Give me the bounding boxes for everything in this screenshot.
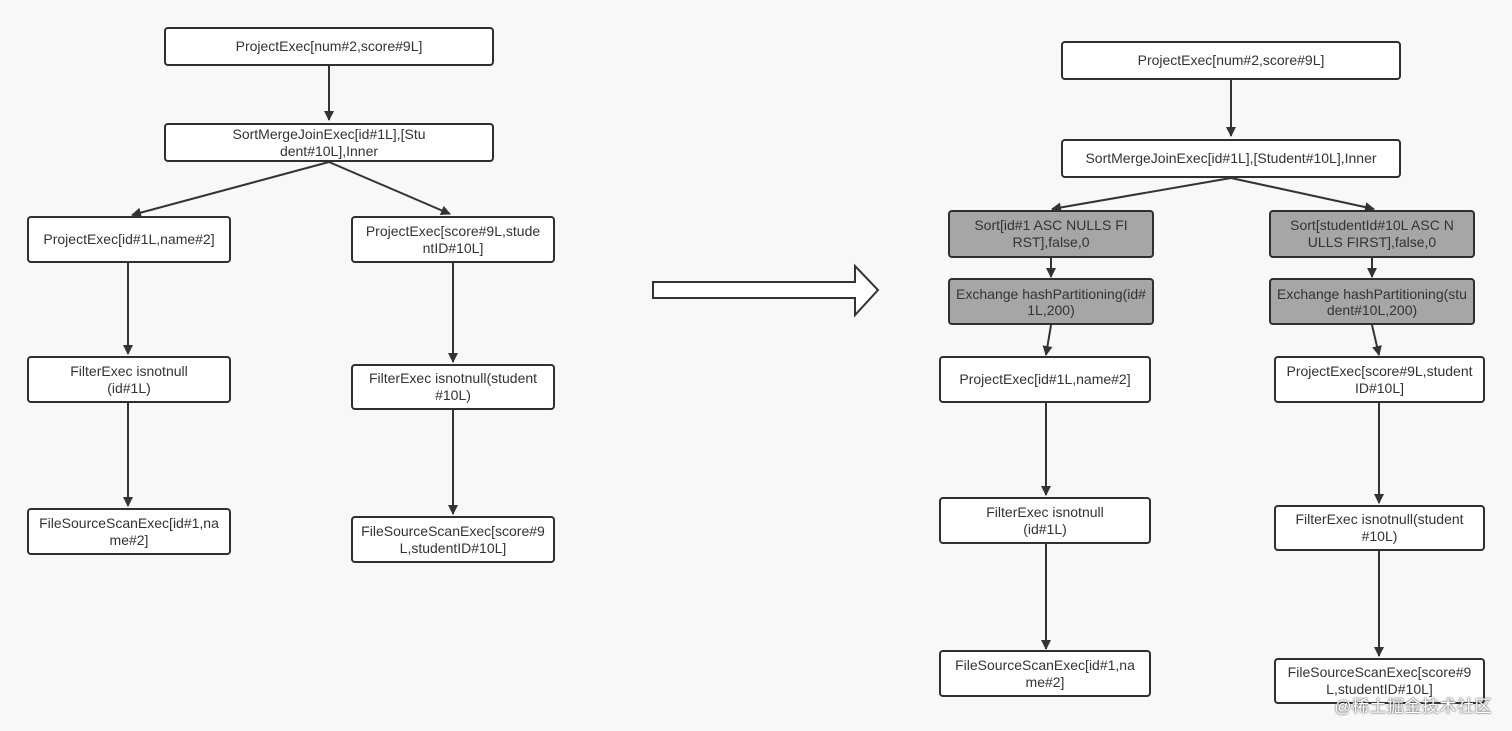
right-scan-a-node: FileSourceScanExec[id#1,name#2] (939, 650, 1151, 697)
edge-right-exchange-b-to-project (1371, 324, 1382, 356)
left-project-b-node: ProjectExec[score#9L,studentID#10L] (351, 216, 555, 263)
right-project-a-label: ProjectExec[id#1L,name#2] (959, 371, 1131, 387)
right-sort-b-text: Sort[studentId#10L ASC NULLS FIRST],fals… (1290, 217, 1454, 250)
right-filter-a-node: FilterExec isnotnull(id#1L) (939, 497, 1151, 544)
right-filter-b-node: FilterExec isnotnull(student#10L) (1274, 505, 1485, 551)
transform-arrow (652, 263, 880, 318)
right-scan-b-node: FileSourceScanExec[score#9L,studentID#10… (1274, 658, 1485, 704)
right-scan-a-label: FileSourceScanExec[id#1,name#2] (955, 656, 1135, 690)
left-project-top-node: ProjectExec[num#2,score#9L] (164, 27, 494, 66)
right-filter-b-label: FilterExec isnotnull(student#10L) (1295, 511, 1464, 544)
edge-right-join-to-sort-b (1230, 177, 1375, 212)
right-exchange-a-node: Exchange hashPartitioning(id#1L,200) (948, 278, 1154, 325)
left-project-a-node: ProjectExec[id#1L,name#2] (27, 216, 231, 263)
right-project-b-node: ProjectExec[score#9L,studentID#10L] (1274, 356, 1485, 403)
left-scan-a-node: FileSourceScanExec[id#1,name#2] (27, 508, 231, 555)
right-join-label: SortMergeJoinExec[id#1L],[Student#10L],I… (1085, 150, 1377, 166)
right-filter-a-label: FilterExec isnotnull(id#1L) (986, 503, 1104, 537)
left-filter-b-label: FilterExec isnotnull(student#10L) (368, 370, 538, 403)
right-scan-b-label: FileSourceScanExec[score#9L,studentID#10… (1287, 664, 1472, 697)
right-project-top-node: ProjectExec[num#2,score#9L] (1061, 41, 1401, 80)
left-scan-b-node: FileSourceScanExec[score#9L,studentID#10… (351, 516, 555, 563)
right-project-top-label: ProjectExec[num#2,score#9L] (1137, 52, 1325, 68)
right-project-a-node: ProjectExec[id#1L,name#2] (939, 356, 1151, 403)
right-sort-b-node: Sort[id#1 ASC NULLS FIRST],false,0 Sort[… (1269, 210, 1475, 258)
left-project-top-label: ProjectExec[num#2,score#9L] (235, 38, 423, 54)
edge-left-join-to-project-a (131, 161, 330, 218)
right-project-b-label: ProjectExec[score#9L,studentID#10L] (1286, 362, 1473, 396)
left-filter-a-label: FilterExec isnotnull(id#1L) (70, 362, 188, 396)
right-sort-a-node: Sort[id#1 ASC NULLS FIRST],false,0 (948, 210, 1154, 258)
left-join-label: SortMergeJoinExec[id#1L],[Student#10L],I… (232, 125, 426, 159)
left-project-a-label: ProjectExec[id#1L,name#2] (43, 231, 215, 247)
edge-right-join-to-sort-a (1051, 177, 1232, 213)
left-filter-b-node: FilterExec isnotnull(student#10L) (351, 364, 555, 410)
left-filter-a-node: FilterExec isnotnull(id#1L) (27, 356, 231, 403)
left-project-b-label: ProjectExec[score#9L,studentID#10L] (365, 222, 541, 256)
right-exchange-b-node: Exchange hashPartitioning(student#10L,20… (1269, 278, 1475, 325)
right-join-node: SortMergeJoinExec[id#1L],[Student#10L],I… (1061, 139, 1401, 178)
right-sort-a-label: Sort[id#1 ASC NULLS FIRST],false,0 (974, 217, 1128, 250)
edge-right-exchange-a-to-project (1042, 324, 1053, 356)
left-join-node: SortMergeJoinExec[id#1L],[Student#10L],I… (164, 123, 494, 162)
watermark-text: @稀土掘金技术社区 (1334, 697, 1492, 716)
right-exchange-a-label: Exchange hashPartitioning(id#1L,200) (956, 285, 1146, 318)
right-exchange-b-label: Exchange hashPartitioning(student#10L,20… (1277, 285, 1467, 318)
edge-left-join-to-project-b (328, 161, 451, 216)
left-scan-a-label: FileSourceScanExec[id#1,name#2] (39, 514, 219, 548)
left-scan-b-label: FileSourceScanExec[score#9L,studentID#10… (361, 522, 545, 556)
